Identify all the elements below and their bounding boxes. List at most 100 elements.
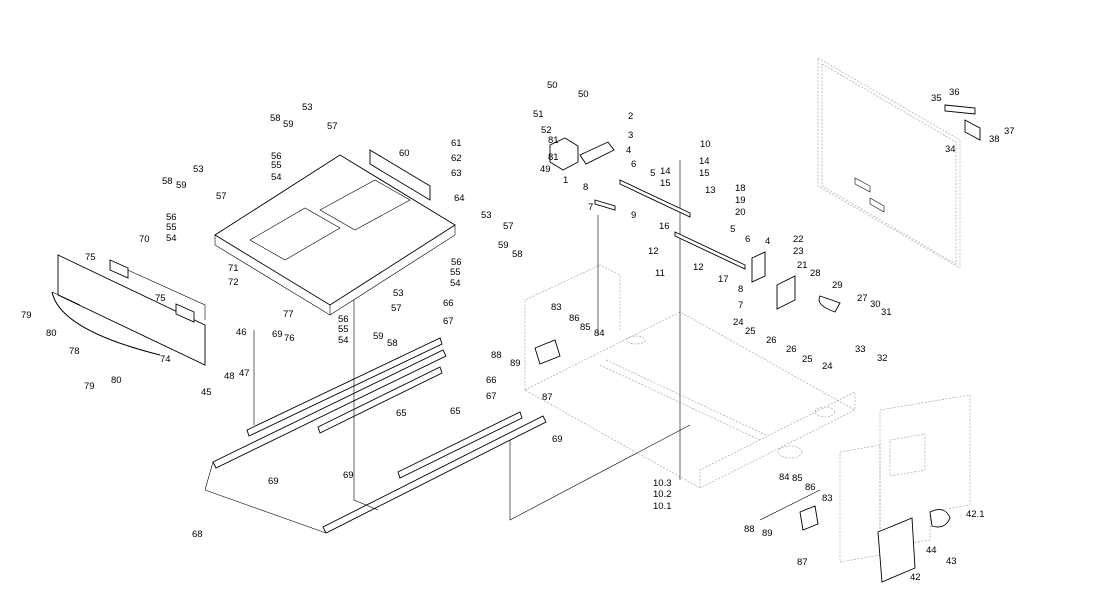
- part-label: 46: [236, 327, 247, 338]
- part-label: 66: [486, 375, 497, 386]
- part-label: 89: [510, 358, 521, 369]
- part-label: 83: [551, 302, 562, 313]
- part-label: 17: [718, 274, 729, 285]
- part-label: 5: [650, 168, 655, 179]
- part-label: 55: [271, 160, 282, 171]
- part-label: 72: [228, 277, 239, 288]
- part-label: 57: [503, 221, 514, 232]
- part-label: 38: [989, 134, 1000, 145]
- part-label: 89: [762, 528, 773, 539]
- part-label: 76: [284, 333, 295, 344]
- part-label: 74: [160, 354, 171, 365]
- part-label: 55: [166, 222, 177, 233]
- part-label: 63: [451, 168, 462, 179]
- part-label: 29: [832, 280, 843, 291]
- part-label: 7: [588, 202, 593, 213]
- part-label: 58: [387, 338, 398, 349]
- part-label: 7: [738, 300, 743, 311]
- part-label: 45: [201, 387, 212, 398]
- part-label: 51: [533, 109, 544, 120]
- part-label: 42.1: [966, 509, 985, 520]
- side-panel-right: [817, 57, 961, 269]
- part-label: 86: [569, 313, 580, 324]
- part-label: 24: [733, 317, 744, 328]
- part-label: 87: [542, 392, 553, 403]
- part-label: 44: [926, 545, 937, 556]
- part-label: 71: [228, 263, 239, 274]
- part-label: 54: [450, 278, 461, 289]
- part-label: 53: [193, 164, 204, 175]
- drawer-rails: [212, 337, 547, 534]
- part-label: 11: [655, 268, 665, 279]
- part-label: 24: [822, 361, 833, 372]
- part-label: 56: [451, 257, 462, 268]
- part-label: 27: [857, 293, 868, 304]
- part-label: 80: [46, 328, 57, 339]
- part-label: 65: [396, 408, 407, 419]
- part-label: 37: [1004, 126, 1015, 137]
- part-label: 59: [498, 240, 509, 251]
- part-label: 8: [738, 284, 743, 295]
- part-label: 88: [744, 524, 755, 535]
- part-label: 53: [393, 288, 404, 299]
- part-label: 61: [451, 138, 462, 149]
- part-label: 26: [766, 335, 777, 346]
- base-plate: [524, 264, 856, 489]
- part-label: 55: [338, 324, 349, 335]
- part-label: 84: [594, 328, 605, 339]
- part-label: 58: [162, 176, 173, 187]
- part-label: 84: [779, 472, 790, 483]
- part-label: 4: [765, 236, 770, 247]
- part-label: 65: [450, 406, 461, 417]
- part-label: 10.2: [653, 489, 672, 500]
- part-label: 12: [693, 262, 704, 273]
- part-label: 53: [302, 102, 313, 113]
- part-label: 15: [660, 178, 671, 189]
- part-label: 69: [272, 329, 283, 340]
- part-label: 18: [735, 183, 746, 194]
- part-label: 14: [660, 166, 671, 177]
- part-label: 35: [931, 93, 942, 104]
- part-label: 58: [512, 249, 523, 260]
- part-label: 86: [805, 482, 816, 493]
- part-label: 50: [547, 80, 558, 91]
- part-label: 25: [745, 326, 756, 337]
- part-label: 36: [949, 87, 960, 98]
- part-label: 54: [166, 233, 177, 244]
- part-label: 56: [338, 314, 349, 325]
- part-label: 22: [793, 234, 804, 245]
- part-label: 42: [910, 572, 921, 583]
- part-label: 70: [139, 234, 150, 245]
- part-label: 25: [802, 354, 813, 365]
- part-label: 69: [552, 434, 563, 445]
- part-label: 81: [548, 152, 559, 163]
- part-label: 67: [486, 391, 497, 402]
- part-label: 57: [327, 121, 338, 132]
- part-label: 85: [792, 473, 803, 484]
- part-label: 34: [945, 144, 956, 155]
- part-label: 54: [338, 335, 349, 346]
- part-label: 13: [705, 185, 716, 196]
- part-label: 23: [793, 246, 804, 257]
- part-label: 6: [631, 159, 636, 170]
- part-label: 26: [786, 344, 797, 355]
- part-number-labels: 123445566778891010.110.210.3111212131414…: [21, 80, 1015, 583]
- part-label: 79: [84, 381, 95, 392]
- part-label: 33: [855, 344, 866, 355]
- part-label: 16: [659, 221, 670, 232]
- part-label: 47: [239, 368, 250, 379]
- part-label: 12: [648, 246, 659, 257]
- top-plate: [214, 149, 456, 316]
- part-label: 3: [628, 130, 633, 141]
- part-label: 75: [155, 293, 166, 304]
- part-label: 59: [373, 331, 384, 342]
- part-label: 50: [578, 89, 589, 100]
- part-label: 81: [548, 135, 559, 146]
- part-label: 83: [822, 493, 833, 504]
- part-label: 75: [85, 252, 96, 263]
- part-label: 80: [111, 375, 122, 386]
- part-label: 87: [797, 557, 808, 568]
- part-label: 43: [946, 556, 957, 567]
- part-label: 14: [699, 156, 710, 167]
